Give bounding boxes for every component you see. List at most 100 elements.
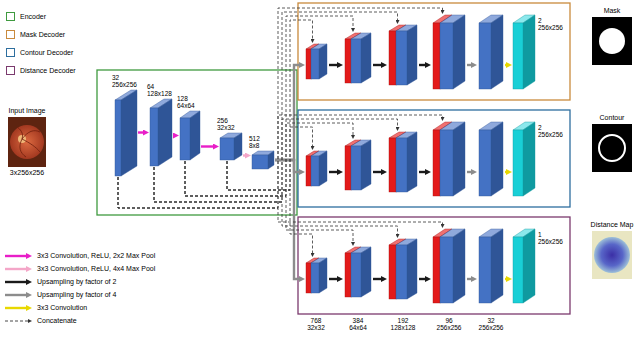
block — [389, 132, 406, 192]
region-box — [298, 217, 570, 314]
node-shape — [115, 90, 137, 176]
dimension-label: 64 128x128 — [147, 83, 172, 97]
block — [351, 247, 371, 297]
block-front — [440, 237, 453, 303]
block-front — [513, 23, 523, 89]
block-front — [433, 23, 440, 89]
dimension-label: 2 256x256 — [538, 17, 563, 31]
block-front — [389, 245, 396, 299]
block — [396, 25, 417, 85]
block-side — [311, 258, 319, 293]
block-side — [407, 25, 417, 85]
block-side — [491, 15, 503, 89]
connector — [201, 145, 215, 147]
input-image: Input Image3x256x256 — [8, 117, 46, 167]
dimension-label: 768 32x32 — [307, 317, 325, 331]
block-front — [389, 31, 396, 85]
contour-ring — [599, 135, 625, 161]
result-image: Mask — [592, 17, 632, 65]
decoder-blocks — [275, 15, 508, 303]
block-side — [491, 122, 503, 196]
connector — [138, 131, 145, 133]
node-label: Mask — [604, 7, 621, 15]
block-front — [306, 156, 311, 186]
block-front — [440, 130, 453, 196]
legend-swatch — [6, 12, 15, 21]
block-side — [361, 247, 371, 297]
block-front — [351, 39, 361, 83]
mask-disc — [599, 28, 625, 54]
region-box — [298, 110, 570, 207]
block-front — [396, 138, 407, 192]
operation-arrow — [505, 171, 508, 173]
operation-arrow — [373, 171, 383, 173]
concatenate-line — [118, 8, 443, 208]
block-side — [361, 33, 371, 83]
block — [311, 258, 327, 293]
connector — [173, 134, 175, 136]
legend-text: 3x3 Convolution, ReLU, 4x4 Max Pool — [37, 265, 155, 273]
block-side — [158, 99, 172, 166]
block — [220, 133, 242, 160]
dimension-label: 2 256x256 — [538, 124, 563, 138]
block-side — [319, 44, 327, 79]
block-front — [351, 146, 361, 190]
result-image: Distance Map — [592, 231, 632, 279]
concatenate-line — [185, 123, 353, 196]
block-side — [523, 122, 535, 196]
output-block: 1 256x256 — [513, 229, 535, 303]
block-front — [345, 146, 351, 190]
dimension-label: 384 64x64 — [349, 317, 367, 331]
block — [513, 122, 535, 196]
block — [311, 151, 327, 186]
block — [440, 122, 465, 196]
block-side — [234, 133, 242, 160]
block-side — [311, 44, 319, 79]
region-box — [97, 70, 297, 215]
block — [351, 33, 371, 83]
image-ground — [592, 124, 632, 172]
concatenate-line — [227, 127, 313, 190]
node-label: Distance Map — [591, 221, 634, 229]
block-side — [440, 15, 452, 89]
result-image: Contour — [592, 124, 632, 172]
distance-disc — [594, 237, 630, 273]
block — [115, 90, 137, 176]
block-front — [306, 263, 311, 293]
operation-arrow — [419, 64, 427, 66]
legend-text: 3x3 Convolution, ReLU, 2x2 Max Pool — [37, 252, 155, 260]
legend-text: Mask Decoder — [20, 31, 65, 39]
concatenate-line — [154, 12, 398, 202]
block — [345, 247, 361, 297]
retina-vessel — [17, 127, 23, 139]
block-side — [491, 229, 503, 303]
block-front — [440, 23, 453, 89]
block-front — [433, 130, 440, 196]
node-shape — [513, 229, 535, 303]
block — [252, 151, 274, 169]
block-front — [306, 49, 311, 79]
legend-swatch — [6, 30, 15, 39]
block — [479, 122, 503, 196]
block-front — [513, 237, 523, 303]
block — [180, 111, 200, 160]
block — [306, 258, 319, 293]
block-front — [479, 130, 491, 196]
dimension-label: 512 8x8 — [249, 135, 260, 149]
block — [479, 15, 503, 89]
block — [433, 122, 452, 196]
block-side — [407, 132, 417, 192]
node-shape — [592, 231, 632, 279]
block — [351, 140, 371, 190]
block-front — [180, 118, 190, 160]
node-shape — [252, 151, 274, 169]
block — [433, 15, 452, 89]
operation-arrow — [373, 64, 383, 66]
block-front — [513, 130, 523, 196]
node-shape — [513, 122, 535, 196]
connector — [243, 154, 247, 156]
retina-disc — [10, 125, 44, 159]
block — [396, 132, 417, 192]
